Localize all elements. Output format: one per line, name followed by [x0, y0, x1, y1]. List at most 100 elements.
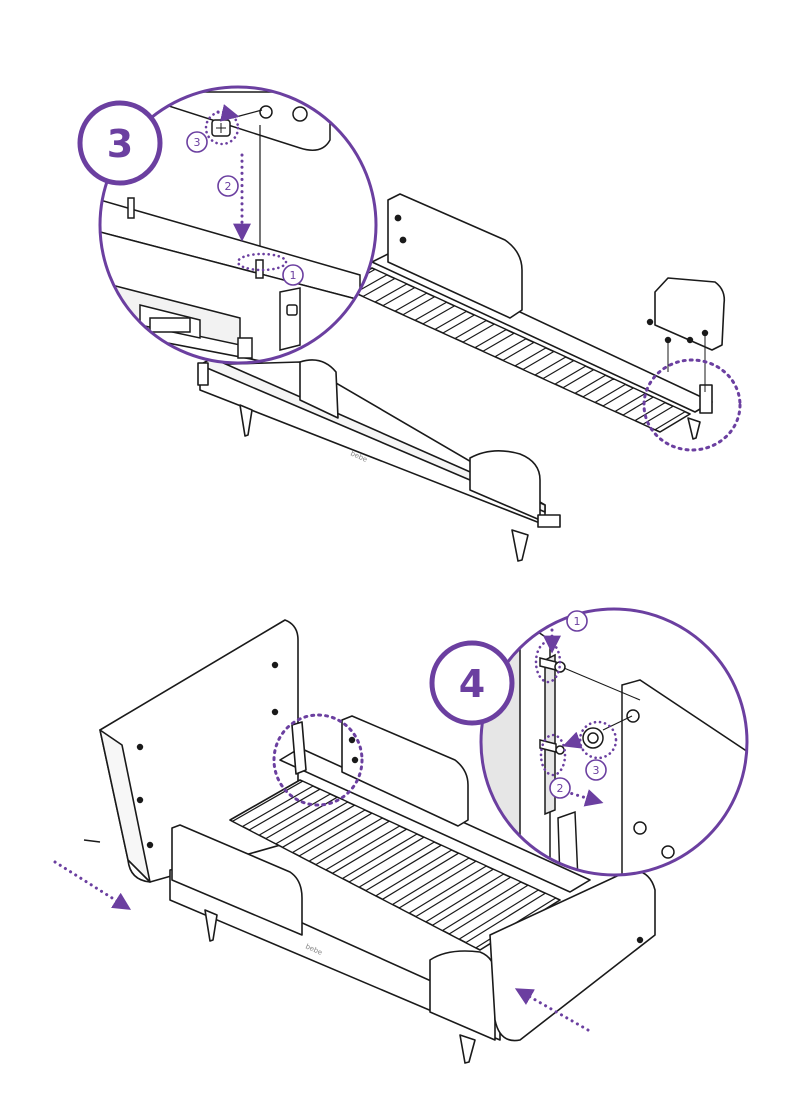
- callout-ring: [578, 720, 618, 760]
- slat: [382, 287, 428, 312]
- zoom-detail-step-4: 1 2 3: [479, 607, 749, 877]
- bolt-hole: [259, 105, 273, 119]
- bolt-icon: [664, 336, 672, 344]
- bolt-hole: [146, 841, 154, 849]
- slat: [522, 350, 567, 376]
- step-number: 4: [459, 662, 485, 706]
- slat: [265, 796, 349, 845]
- bolt-hole: [661, 845, 675, 859]
- rail-end-block: [537, 514, 561, 528]
- slat: [462, 323, 507, 349]
- slat: [465, 892, 557, 949]
- svg-text:1: 1: [574, 615, 581, 628]
- zoom-bracket: [557, 810, 579, 875]
- callout-3-3: 3: [186, 131, 208, 153]
- front-side-panel-right: [429, 950, 496, 1041]
- arrow-icon: [53, 860, 132, 910]
- step-number: 3: [107, 122, 133, 166]
- rail-end-block: [699, 384, 713, 414]
- callout-4-1: 1: [566, 610, 588, 632]
- bolt-icon: [646, 318, 654, 326]
- slat: [248, 788, 331, 836]
- leg: [459, 1034, 476, 1064]
- slat: [315, 820, 401, 871]
- slat: [331, 828, 418, 880]
- callout-3-1: 1: [282, 264, 304, 286]
- callout-3-2: 2: [217, 175, 239, 197]
- slat: [415, 868, 505, 923]
- rear-rail: [279, 747, 591, 893]
- slats-step-3: [342, 268, 686, 431]
- callout-4-2: 2: [549, 777, 571, 799]
- focus-circle-step-4: [272, 713, 364, 807]
- slat: [348, 836, 435, 888]
- leg: [511, 529, 529, 562]
- callout-ring: [236, 252, 288, 272]
- svg-text:2: 2: [225, 180, 232, 193]
- slat: [448, 884, 539, 940]
- bed-frame-step-4: bebe: [83, 619, 656, 1064]
- slat: [642, 405, 686, 431]
- slat: [542, 360, 587, 385]
- bolt-hole: [292, 106, 308, 122]
- zoom-detail-step-3: 1 2 3: [98, 85, 378, 365]
- arrow-icon: [514, 988, 590, 1032]
- dowel-icon: [127, 197, 135, 219]
- screw-icon: [83, 839, 101, 843]
- leg: [204, 909, 218, 942]
- leg: [687, 417, 701, 440]
- front-side-panel-right: [469, 450, 541, 521]
- push-arrows-step-4: [53, 860, 590, 1032]
- headboard-hole: [399, 236, 407, 244]
- slat: [442, 314, 487, 340]
- bolt-hole: [271, 661, 279, 669]
- svg-text:3: 3: [194, 136, 201, 149]
- slat: [365, 844, 453, 897]
- focus-circle-step-3: [642, 358, 742, 452]
- side-headboard: [341, 715, 469, 827]
- slat: [398, 860, 487, 914]
- step-badge-3: 3: [77, 100, 163, 186]
- step-3-group: bebe: [77, 85, 742, 562]
- bracket: [291, 721, 307, 775]
- bolt-hole: [633, 821, 647, 835]
- slat: [281, 804, 366, 854]
- slat: [482, 332, 527, 358]
- guide-arrows-step-3: [216, 104, 251, 242]
- front-side-panel-left: [299, 359, 339, 419]
- leg: [239, 404, 253, 437]
- slat: [582, 378, 627, 403]
- zoom-top-panel: [149, 91, 331, 151]
- zoom-bracket: [237, 337, 253, 359]
- bolt-icon: [686, 336, 694, 344]
- slat: [381, 852, 470, 906]
- callout-ring: [539, 733, 567, 777]
- slat: [402, 296, 448, 321]
- svg-text:2: 2: [557, 782, 564, 795]
- bolt-hole: [626, 709, 640, 723]
- slat: [422, 305, 468, 330]
- headboard: [387, 193, 523, 319]
- callout-ring: [204, 110, 240, 146]
- step-badge-4: 4: [429, 640, 515, 726]
- svg-text:1: 1: [290, 269, 297, 282]
- zoom-leg-post: [279, 287, 301, 351]
- slat: [562, 369, 607, 394]
- slat: [431, 876, 522, 932]
- slats-step-4: [231, 780, 557, 949]
- bolt-hole: [136, 743, 144, 751]
- svg-text:3: 3: [593, 764, 600, 777]
- callout-ring: [534, 640, 562, 684]
- front-side-panel-left: [171, 824, 303, 936]
- slat: [502, 341, 547, 367]
- headboard-hole: [394, 214, 402, 222]
- step-4-group: bebe: [53, 607, 749, 1064]
- bolt-icon: [701, 329, 709, 337]
- bolt-hole: [271, 708, 279, 716]
- slat: [602, 387, 646, 413]
- bolt-hole: [136, 796, 144, 804]
- slat: [231, 780, 314, 828]
- bolt-icon: [555, 745, 565, 755]
- rail-end-block: [197, 362, 209, 386]
